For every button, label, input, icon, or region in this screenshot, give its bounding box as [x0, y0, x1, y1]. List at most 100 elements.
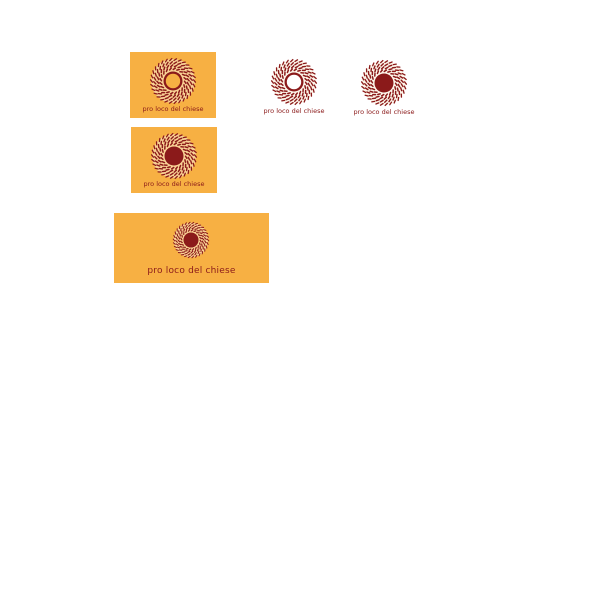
petal-mark — [307, 78, 311, 83]
petal-mark — [182, 148, 187, 152]
center-ring — [183, 232, 199, 248]
petal-mark — [191, 145, 196, 149]
petal-mark — [375, 95, 380, 98]
petal-mark — [190, 152, 194, 156]
petal-mark — [185, 224, 188, 228]
petal-mark — [190, 160, 193, 165]
flower-logo-icon — [150, 132, 198, 180]
petal-mark — [177, 59, 182, 62]
petal-mark — [397, 72, 402, 75]
petal-mark — [280, 82, 284, 87]
petal-mark — [173, 64, 178, 68]
petal-mark — [279, 89, 284, 92]
petal-mark — [165, 175, 170, 178]
petal-mark — [181, 223, 184, 227]
petal-mark — [187, 152, 191, 157]
petal-mark — [151, 88, 156, 92]
petal-mark — [384, 99, 388, 103]
petal-mark — [194, 222, 198, 225]
petal-mark — [155, 89, 160, 92]
petal-mark — [199, 236, 202, 240]
petal-mark — [188, 224, 191, 227]
petal-mark — [190, 250, 194, 254]
petal-mark — [155, 147, 158, 152]
petal-mark — [193, 158, 197, 163]
petal-mark — [189, 81, 193, 86]
petal-mark — [193, 154, 198, 158]
petal-mark — [388, 98, 392, 103]
petal-mark — [174, 175, 178, 180]
petal-mark — [371, 76, 374, 80]
petal-mark — [183, 172, 186, 177]
petal-mark — [364, 87, 369, 91]
petal-mark — [169, 169, 174, 173]
petal-mark — [387, 95, 391, 100]
petal-mark — [169, 61, 173, 65]
petal-mark — [165, 133, 169, 138]
petal-mark — [373, 65, 376, 70]
petal-mark — [172, 238, 176, 242]
petal-mark — [203, 229, 207, 231]
logo-white-outline-center: pro loco del chiese — [258, 58, 330, 118]
petal-mark — [401, 72, 406, 76]
petal-mark — [280, 78, 284, 83]
petal-mark — [201, 243, 203, 247]
petal-mark — [172, 242, 176, 245]
petal-mark — [379, 96, 384, 100]
petal-mark — [200, 234, 204, 238]
petal-mark — [294, 92, 299, 96]
petal-mark — [179, 233, 181, 237]
petal-mark — [172, 94, 177, 98]
petal-mark — [162, 63, 165, 68]
petal-mark — [402, 89, 405, 94]
petal-mark — [156, 84, 161, 88]
petal-mark — [298, 67, 303, 70]
petal-mark — [310, 78, 314, 82]
petal-mark — [403, 76, 407, 81]
petal-mark — [278, 63, 281, 69]
petal-mark — [399, 69, 404, 72]
petal-mark — [298, 97, 302, 102]
petal-mark — [192, 162, 195, 167]
petal-mark — [181, 73, 186, 77]
petal-mark — [169, 64, 174, 68]
petal-mark — [154, 160, 159, 164]
petal-mark — [198, 253, 201, 257]
petal-mark — [301, 92, 304, 97]
petal-mark — [173, 142, 178, 146]
petal-mark — [400, 79, 404, 83]
petal-mark — [185, 230, 188, 234]
petal-mark — [203, 234, 207, 237]
petal-mark — [185, 74, 190, 78]
petal-mark — [284, 67, 287, 72]
petal-mark — [190, 229, 194, 232]
petal-mark — [176, 246, 181, 249]
petal-mark — [387, 70, 391, 73]
petal-mark — [367, 82, 371, 87]
petal-mark — [165, 168, 170, 171]
petal-mark — [190, 156, 194, 161]
petal-mark — [151, 158, 155, 163]
petal-mark — [306, 86, 309, 91]
petal-mark — [163, 66, 166, 71]
petal-mark — [160, 152, 164, 157]
petal-mark — [375, 60, 379, 65]
petal-mark — [199, 232, 203, 235]
center-fill — [165, 73, 181, 89]
petal-mark — [400, 83, 404, 88]
petal-mark — [281, 75, 284, 79]
petal-mark — [279, 73, 282, 78]
petal-mark — [160, 85, 165, 89]
petal-mark — [307, 82, 311, 87]
petal-mark — [163, 138, 166, 143]
petal-mark — [178, 99, 182, 104]
petal-mark — [184, 146, 189, 149]
petal-mark — [151, 149, 155, 154]
petal-mark — [289, 98, 294, 102]
petal-mark — [313, 75, 317, 80]
petal-mark — [174, 231, 177, 235]
petal-mark — [364, 83, 368, 87]
petal-mark — [154, 156, 158, 160]
petal-mark — [173, 58, 178, 62]
petal-mark — [403, 81, 408, 85]
